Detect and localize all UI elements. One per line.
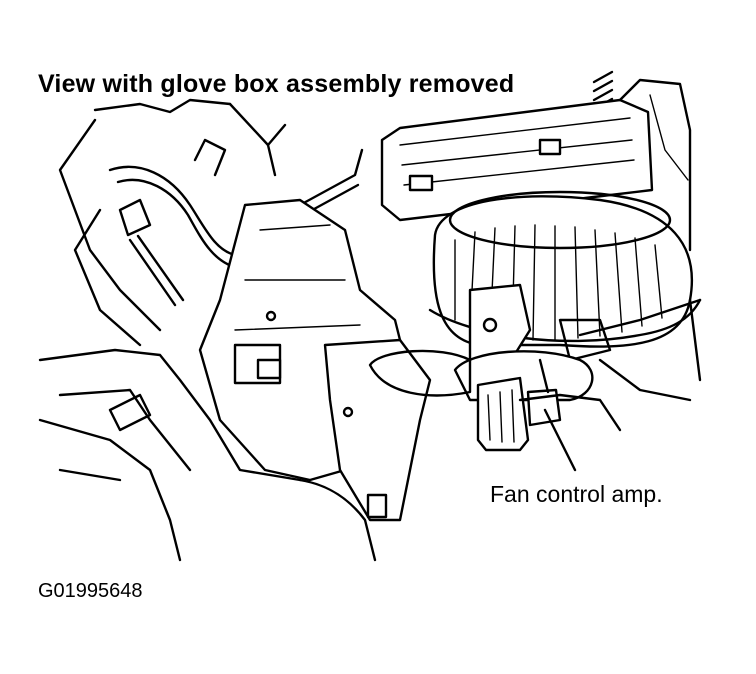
fan-control-amp-label: Fan control amp. (490, 481, 663, 507)
blower-case (198, 198, 432, 562)
callout-leader-line (543, 408, 577, 472)
title-hatch (592, 70, 614, 111)
figure-id: G01995648 (38, 580, 143, 602)
fan-control-amp (368, 349, 622, 452)
blower-motor (428, 190, 702, 402)
figure-title: View with glove box assembly removed (38, 70, 515, 98)
dash-frame-left (38, 98, 302, 562)
heater-unit-housing (380, 78, 692, 252)
